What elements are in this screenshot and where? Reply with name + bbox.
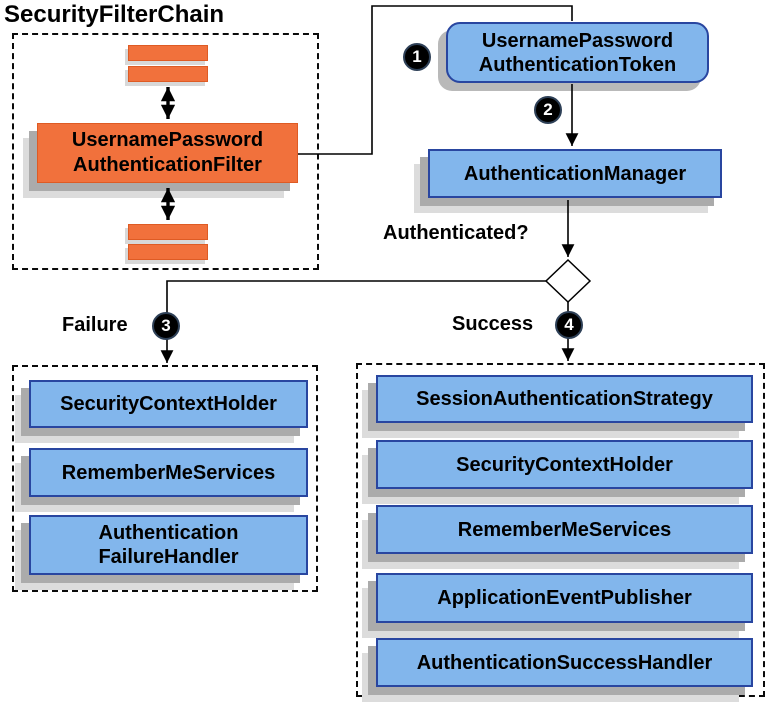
authentication-manager-box: AuthenticationManager (428, 149, 722, 198)
failure-label: Failure (62, 314, 128, 336)
filter-box-label-line2: AuthenticationFilter (73, 154, 262, 176)
handler-label: ApplicationEventPublisher (437, 587, 692, 609)
handler-label: SecurityContextHolder (456, 453, 673, 476)
handler-label: RememberMeServices (457, 518, 672, 541)
handler-application-event-publisher: ApplicationEventPublisher (376, 573, 753, 623)
filter-box-label-line1: UsernamePassword (71, 129, 264, 151)
success-label: Success (452, 313, 534, 335)
handler-label: SessionAuthenticationStrategy (416, 388, 713, 410)
step-badge-3: 3 (152, 312, 180, 340)
handler-label-line2: FailureHandler (98, 546, 239, 568)
authenticated-label: Authenticated? (383, 222, 529, 244)
token-box-label-line1: UsernamePassword (481, 29, 674, 52)
step-badge-2: 2 (534, 96, 562, 124)
failure-handlers-box (12, 365, 318, 592)
handler-label: SecurityContextHolder (60, 393, 277, 415)
step-badge-1: 1 (403, 43, 431, 71)
handler-label-line1: Authentication (98, 522, 239, 544)
decision-diamond (544, 258, 592, 304)
token-box-label-line2: AuthenticationToken (478, 53, 677, 76)
filter-bar-bottom-2 (128, 244, 208, 260)
success-handlers-box (356, 363, 765, 697)
handler-authentication-success-handler: AuthenticationSuccessHandler (376, 638, 753, 687)
filter-bar-top-1 (128, 45, 208, 61)
handler-label: AuthenticationSuccessHandler (416, 651, 713, 674)
handler-authentication-failure-handler: Authentication FailureHandler (29, 515, 308, 575)
username-password-authentication-filter-box: UsernamePassword AuthenticationFilter (37, 123, 298, 183)
username-password-authentication-token-box: UsernamePassword AuthenticationToken (446, 22, 709, 83)
filter-bar-bottom-1 (128, 224, 208, 240)
step-badge-4: 4 (555, 311, 583, 339)
handler-security-context-holder-failure: SecurityContextHolder (29, 380, 308, 428)
handler-remember-me-services-success: RememberMeServices (376, 505, 753, 554)
handler-security-context-holder-success: SecurityContextHolder (376, 440, 753, 489)
handler-remember-me-services-failure: RememberMeServices (29, 448, 308, 497)
handler-session-authentication-strategy: SessionAuthenticationStrategy (376, 375, 753, 423)
handler-label: RememberMeServices (61, 461, 276, 484)
filter-bar-top-2 (128, 66, 208, 82)
page-title: SecurityFilterChain (4, 1, 225, 28)
authentication-manager-label: AuthenticationManager (463, 162, 687, 185)
